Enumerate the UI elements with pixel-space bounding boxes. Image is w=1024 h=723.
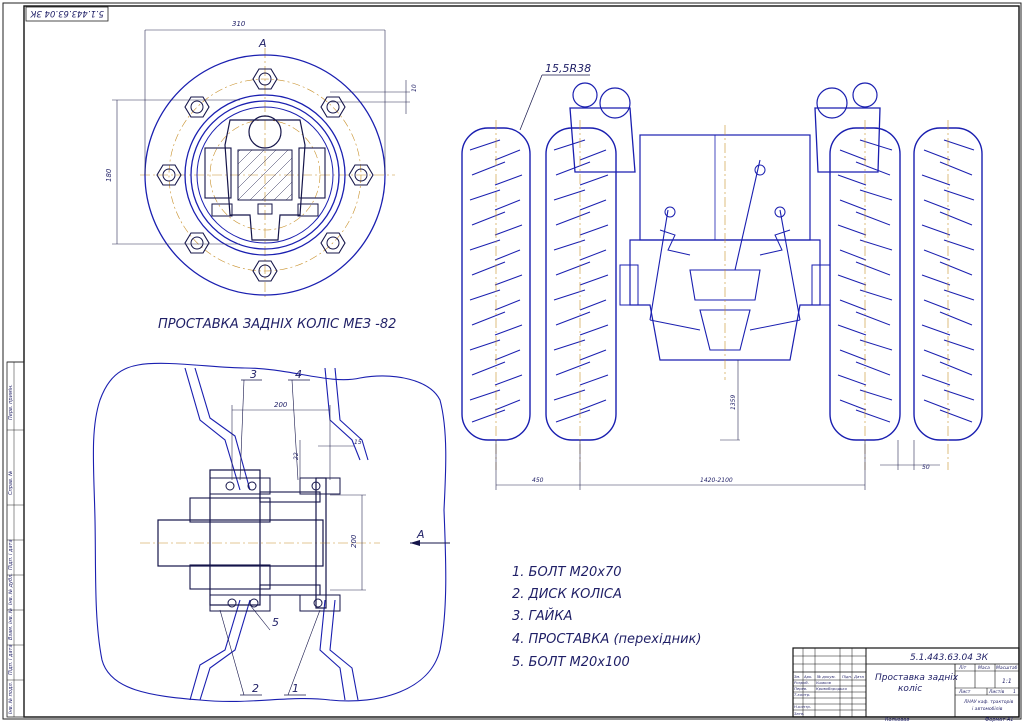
flange-nuts bbox=[156, 68, 374, 282]
side-label-5: Підп. і дата bbox=[8, 644, 14, 675]
tb-copied: Копіював bbox=[885, 717, 909, 723]
tb-name-0: Ушаков bbox=[816, 680, 832, 685]
tb-role-4: Н.контр. bbox=[794, 704, 811, 709]
flange-view: 310 А 180 10 bbox=[105, 20, 418, 300]
parts-item-1: 1. БОЛТ М20х70 bbox=[512, 565, 622, 580]
dim-section-15: 15 bbox=[354, 439, 362, 446]
tb-col-mass: Маса bbox=[978, 665, 990, 671]
parts-item-4: 4. ПРОСТАВКА (перехідник) bbox=[512, 632, 701, 647]
side-strip: Перв. примін. Справ. № Підп. і дата Інв.… bbox=[6, 361, 25, 718]
dim-flange-height: 180 bbox=[105, 168, 113, 182]
top-stamp: 5.1.443.63.04 ЗК bbox=[25, 6, 109, 22]
view-letter-side: А bbox=[416, 528, 425, 541]
dim-rear-right: 50 bbox=[922, 464, 930, 471]
dim-rear-height: 1359 bbox=[730, 395, 737, 410]
dim-section-height: 200 bbox=[350, 534, 358, 548]
tb-org-line2: і автомобілів bbox=[972, 706, 1003, 712]
callout-1: 1 bbox=[292, 682, 299, 695]
tb-org-line1: ЛНАУ каф. тракторів bbox=[963, 699, 1014, 705]
dim-flange-small: 10 bbox=[411, 84, 418, 92]
tb-col-scale: Масштаб bbox=[996, 665, 1018, 671]
tb-hdr-3: Підп. bbox=[842, 674, 852, 679]
tb-name-line1: Проставка задніх bbox=[875, 673, 959, 683]
dim-rear-left: 450 bbox=[532, 477, 544, 484]
dim-flange-width: 310 bbox=[232, 20, 246, 28]
tb-role-2: Т.контр. bbox=[794, 692, 810, 697]
tractor-rear-view: 15,5R38 1359 450 1420-2100 50 bbox=[461, 62, 983, 490]
dim-rear-track: 1420-2100 bbox=[700, 477, 733, 484]
callout-5: 5 bbox=[272, 616, 279, 629]
parts-item-2: 2. ДИСК КОЛІСА bbox=[512, 587, 622, 602]
parts-item-3: 3. ГАЙКА bbox=[512, 608, 573, 624]
tb-row-sheet: Лист bbox=[958, 689, 971, 695]
tb-hdr-2: № докум. bbox=[816, 674, 836, 679]
view-letter-top: А bbox=[258, 37, 267, 50]
tb-role-1: Перев. bbox=[794, 686, 807, 691]
tb-role-5: Затв. bbox=[794, 711, 804, 716]
tb-col-lit: Літ bbox=[958, 665, 967, 671]
tire-left-inner bbox=[545, 127, 617, 441]
title-block: Зм. Арк. № докум. Підп. Дата Розроб. Пер… bbox=[792, 647, 1020, 723]
side-label-6: Інв. № подл. bbox=[8, 682, 14, 714]
parts-item-5: 5. БОЛТ М20х100 bbox=[512, 655, 630, 670]
parts-list: 1. БОЛТ М20х70 2. ДИСК КОЛІСА 3. ГАЙКА 4… bbox=[512, 565, 701, 670]
tb-format: Формат А1 bbox=[985, 717, 1013, 723]
tb-name-line2: коліс bbox=[898, 684, 922, 694]
tb-hdr-1: Арк. bbox=[803, 674, 813, 679]
side-label-2: Підп. і дата bbox=[8, 539, 14, 570]
tire-size-label: 15,5R38 bbox=[545, 62, 591, 75]
dim-section-top: 200 bbox=[274, 401, 288, 409]
tb-role-0: Розроб. bbox=[794, 680, 809, 685]
side-label-4: Взам. інв. № bbox=[8, 608, 14, 640]
top-stamp-text: 5.1.443.63.04 ЗК bbox=[29, 8, 104, 18]
tb-sheets-count: 1 bbox=[1013, 689, 1016, 695]
tb-row-sheets: Листів bbox=[988, 689, 1005, 695]
tb-scale-value: 1:1 bbox=[1002, 678, 1012, 685]
side-label-1: Справ. № bbox=[8, 471, 14, 495]
side-label-0: Перв. примін. bbox=[8, 384, 14, 420]
flange-title: ПРОСТАВКА ЗАДНІХ КОЛІС МЕЗ -82 bbox=[158, 317, 396, 332]
inner-frame bbox=[23, 5, 1020, 718]
tb-hdr-4: Дата bbox=[853, 674, 865, 679]
tb-hdr-0: Зм. bbox=[794, 674, 801, 679]
callout-2: 2 bbox=[252, 682, 259, 695]
section-view: 200 22 15 200 А 3 4 5 2 1 bbox=[92, 362, 450, 702]
callout-3: 3 bbox=[250, 368, 257, 381]
tb-name-1: Кривобородько bbox=[816, 686, 848, 691]
tb-doc-number: 5.1.443.63.04 ЗК bbox=[910, 653, 989, 663]
side-label-3: Інв. № дубл. bbox=[8, 573, 14, 605]
callout-4: 4 bbox=[295, 368, 302, 381]
